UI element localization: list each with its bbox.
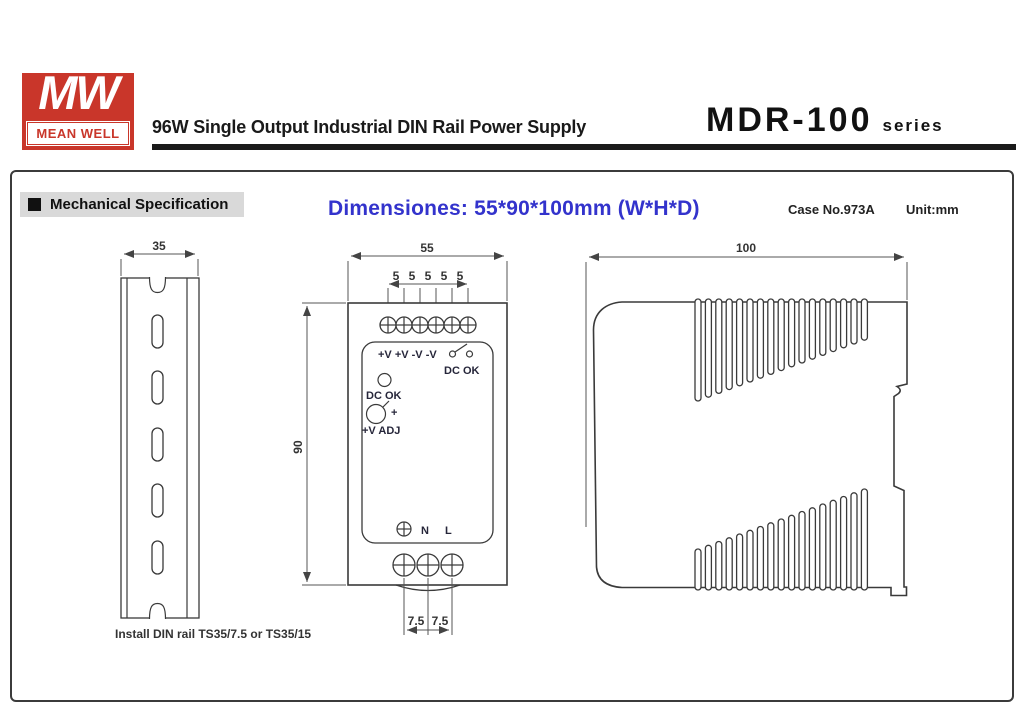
logo-brand-label: MEAN WELL [27, 122, 129, 145]
meanwell-logo: MW MEAN WELL [22, 66, 134, 150]
logo-mw-letters: MW [38, 66, 120, 119]
series-label: series [882, 116, 944, 135]
dimensions-note: Dimensiones: 55*90*100mm (W*H*D) [328, 197, 700, 220]
model-block: MDR-100 series [706, 101, 944, 140]
model-number: MDR-100 [706, 101, 873, 139]
section-header: Mechanical Specification [20, 192, 245, 217]
section-bullet-icon [28, 198, 41, 211]
case-number: Case No.973A [788, 202, 875, 217]
mechanical-spec-panel [10, 170, 1014, 702]
section-title-label: Mechanical Specification [50, 196, 229, 213]
title-underline [152, 144, 1016, 150]
page-title: 96W Single Output Industrial DIN Rail Po… [152, 117, 587, 137]
unit-label: Unit:mm [906, 202, 959, 217]
